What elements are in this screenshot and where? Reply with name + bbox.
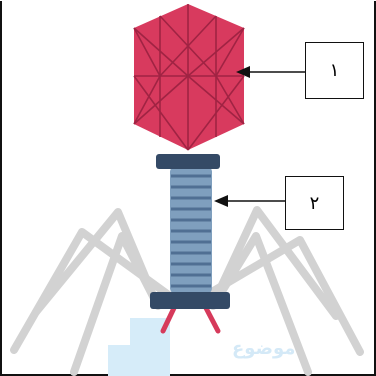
watermark-text: موضوع [232,338,295,359]
label-head: ١ [305,42,364,99]
watermark-logo [108,318,170,376]
label-tail: ٢ [285,176,344,230]
baseplate [150,292,230,309]
tail-sheath [170,166,212,294]
callout-arrow-1 [236,66,305,78]
spike-right [206,308,218,331]
phage-head [134,4,244,150]
collar [156,154,220,169]
callout-arrow-2 [214,195,285,207]
tail-spikes [163,308,218,331]
